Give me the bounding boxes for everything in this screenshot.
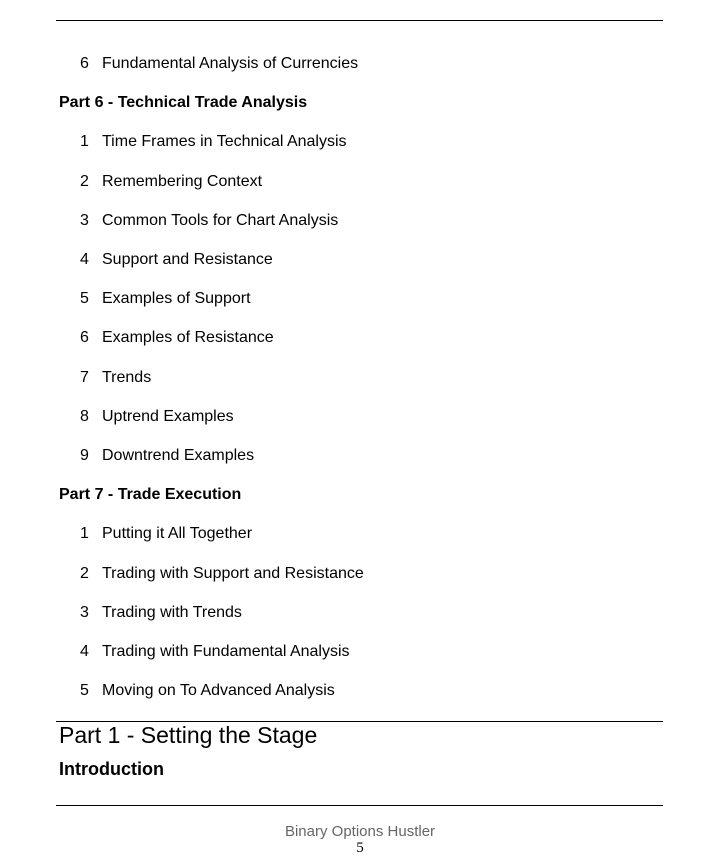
toc-entry-number: 9 xyxy=(80,446,89,464)
toc-entry[interactable]: 5 Moving on To Advanced Analysis xyxy=(0,672,724,711)
toc-entry[interactable]: 2 Trading with Support and Resistance xyxy=(0,554,724,593)
toc-part-heading: Part 7 - Trade Execution xyxy=(59,486,242,504)
toc-entry-number: 5 xyxy=(80,682,89,700)
toc-entry-number: 4 xyxy=(80,251,89,269)
toc-entry-label: Support and Resistance xyxy=(102,251,273,269)
toc-entry[interactable]: 3 Trading with Trends xyxy=(0,593,724,632)
toc-entry-label: Time Frames in Technical Analysis xyxy=(102,133,347,151)
toc-entry[interactable]: 6 Examples of Resistance xyxy=(0,319,724,358)
page-number: 5 xyxy=(356,840,364,856)
toc-entry-label: Putting it All Together xyxy=(102,525,253,543)
toc-entry-label: Downtrend Examples xyxy=(102,446,255,464)
footer-title: Binary Options Hustler xyxy=(284,823,436,840)
toc-entry-label: Common Tools for Chart Analysis xyxy=(102,211,339,229)
toc-entry-label: Trends xyxy=(102,368,152,386)
toc-entry[interactable]: 7 Trends xyxy=(0,358,724,397)
section-heading: Part 1 - Setting the Stage xyxy=(59,722,318,748)
toc-part-heading: Part 6 - Technical Trade Analysis xyxy=(59,94,308,112)
toc-entry-number: 3 xyxy=(80,211,89,229)
toc-entry-label: Uptrend Examples xyxy=(102,407,234,425)
toc-entry-number: 6 xyxy=(80,329,89,347)
section-rule xyxy=(56,721,663,722)
toc-entry[interactable]: 2 Remembering Context xyxy=(0,162,724,201)
toc-entry[interactable]: 1 Time Frames in Technical Analysis xyxy=(0,123,724,162)
toc-entry-label: Trading with Trends xyxy=(102,603,242,621)
toc-entry-number: 5 xyxy=(80,290,89,308)
toc-entry[interactable]: 8 Uptrend Examples xyxy=(0,397,724,436)
toc-entry[interactable]: 9 Downtrend Examples xyxy=(0,436,724,475)
header-rule xyxy=(56,20,663,21)
toc-entry[interactable]: 3 Common Tools for Chart Analysis xyxy=(0,201,724,240)
toc-entry-number: 8 xyxy=(80,407,89,425)
toc-entry-number: 3 xyxy=(80,603,89,621)
toc-entry-label: Remembering Context xyxy=(102,172,263,190)
toc-entry[interactable]: 4 Trading with Fundamental Analysis xyxy=(0,632,724,671)
toc-entry-number: 7 xyxy=(80,368,89,386)
toc-entry-label: Examples of Support xyxy=(102,290,251,308)
toc-entry-number: 1 xyxy=(80,133,89,151)
toc-entry-label: Moving on To Advanced Analysis xyxy=(102,682,335,700)
toc-entry-label: Examples of Resistance xyxy=(102,329,274,347)
toc-entry-number: 4 xyxy=(80,642,89,660)
toc-entry-number: 1 xyxy=(80,525,89,543)
footer-rule xyxy=(56,805,663,806)
toc-entry-number: 6 xyxy=(80,55,89,73)
toc-entry[interactable]: 6 Fundamental Analysis of Currencies xyxy=(0,45,724,84)
subsection-heading: Introduction xyxy=(59,759,164,779)
toc-entry[interactable]: 1 Putting it All Together xyxy=(0,515,724,554)
toc-entry-number: 2 xyxy=(80,172,89,190)
toc-entry-label: Trading with Fundamental Analysis xyxy=(102,642,350,660)
toc-entry-label: Fundamental Analysis of Currencies xyxy=(102,55,359,73)
toc-entry-label: Trading with Support and Resistance xyxy=(102,564,364,582)
toc-entry-number: 2 xyxy=(80,564,89,582)
toc-entry[interactable]: 4 Support and Resistance xyxy=(0,240,724,279)
toc-entry[interactable]: 5 Examples of Support xyxy=(0,280,724,319)
